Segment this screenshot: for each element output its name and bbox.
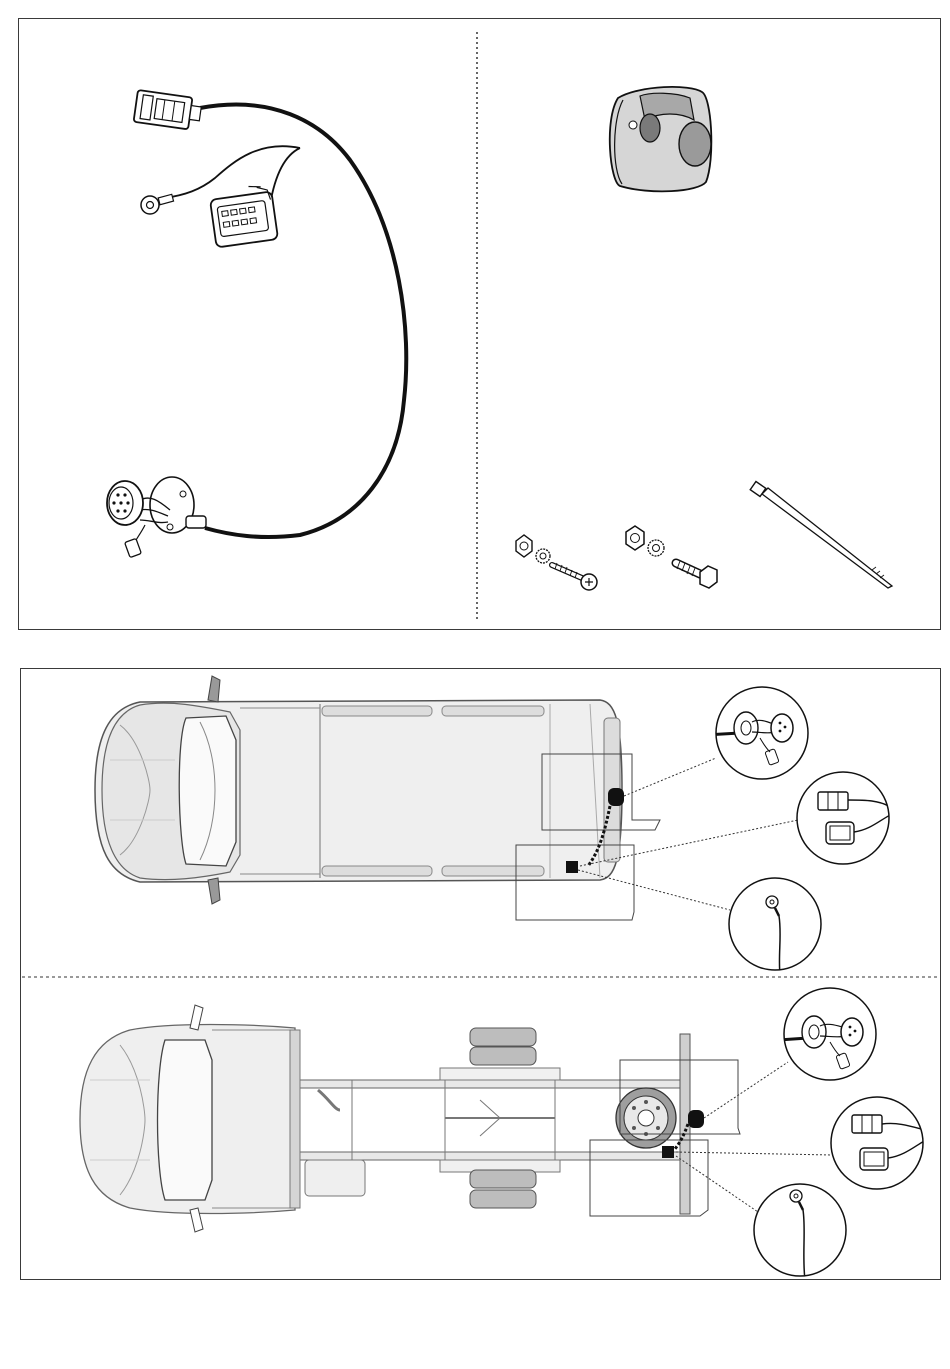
- panel-van: [95, 676, 660, 920]
- chassis-connector-detail: [831, 1097, 926, 1189]
- wiring-harness: [107, 90, 406, 558]
- cable-tie: [750, 481, 892, 588]
- chassis-socket-detail: [778, 988, 876, 1080]
- chassis-cab: [80, 1005, 740, 1232]
- trailer-socket-cover: [610, 87, 712, 191]
- van-connector-detail: [797, 772, 892, 864]
- van-socket-detail: [705, 687, 808, 779]
- van-ground-ring-detail: [729, 878, 821, 975]
- bolt-set-large: [626, 526, 717, 588]
- bolt-set-small: [516, 535, 597, 590]
- chassis-ground-ring-detail: [754, 1184, 846, 1280]
